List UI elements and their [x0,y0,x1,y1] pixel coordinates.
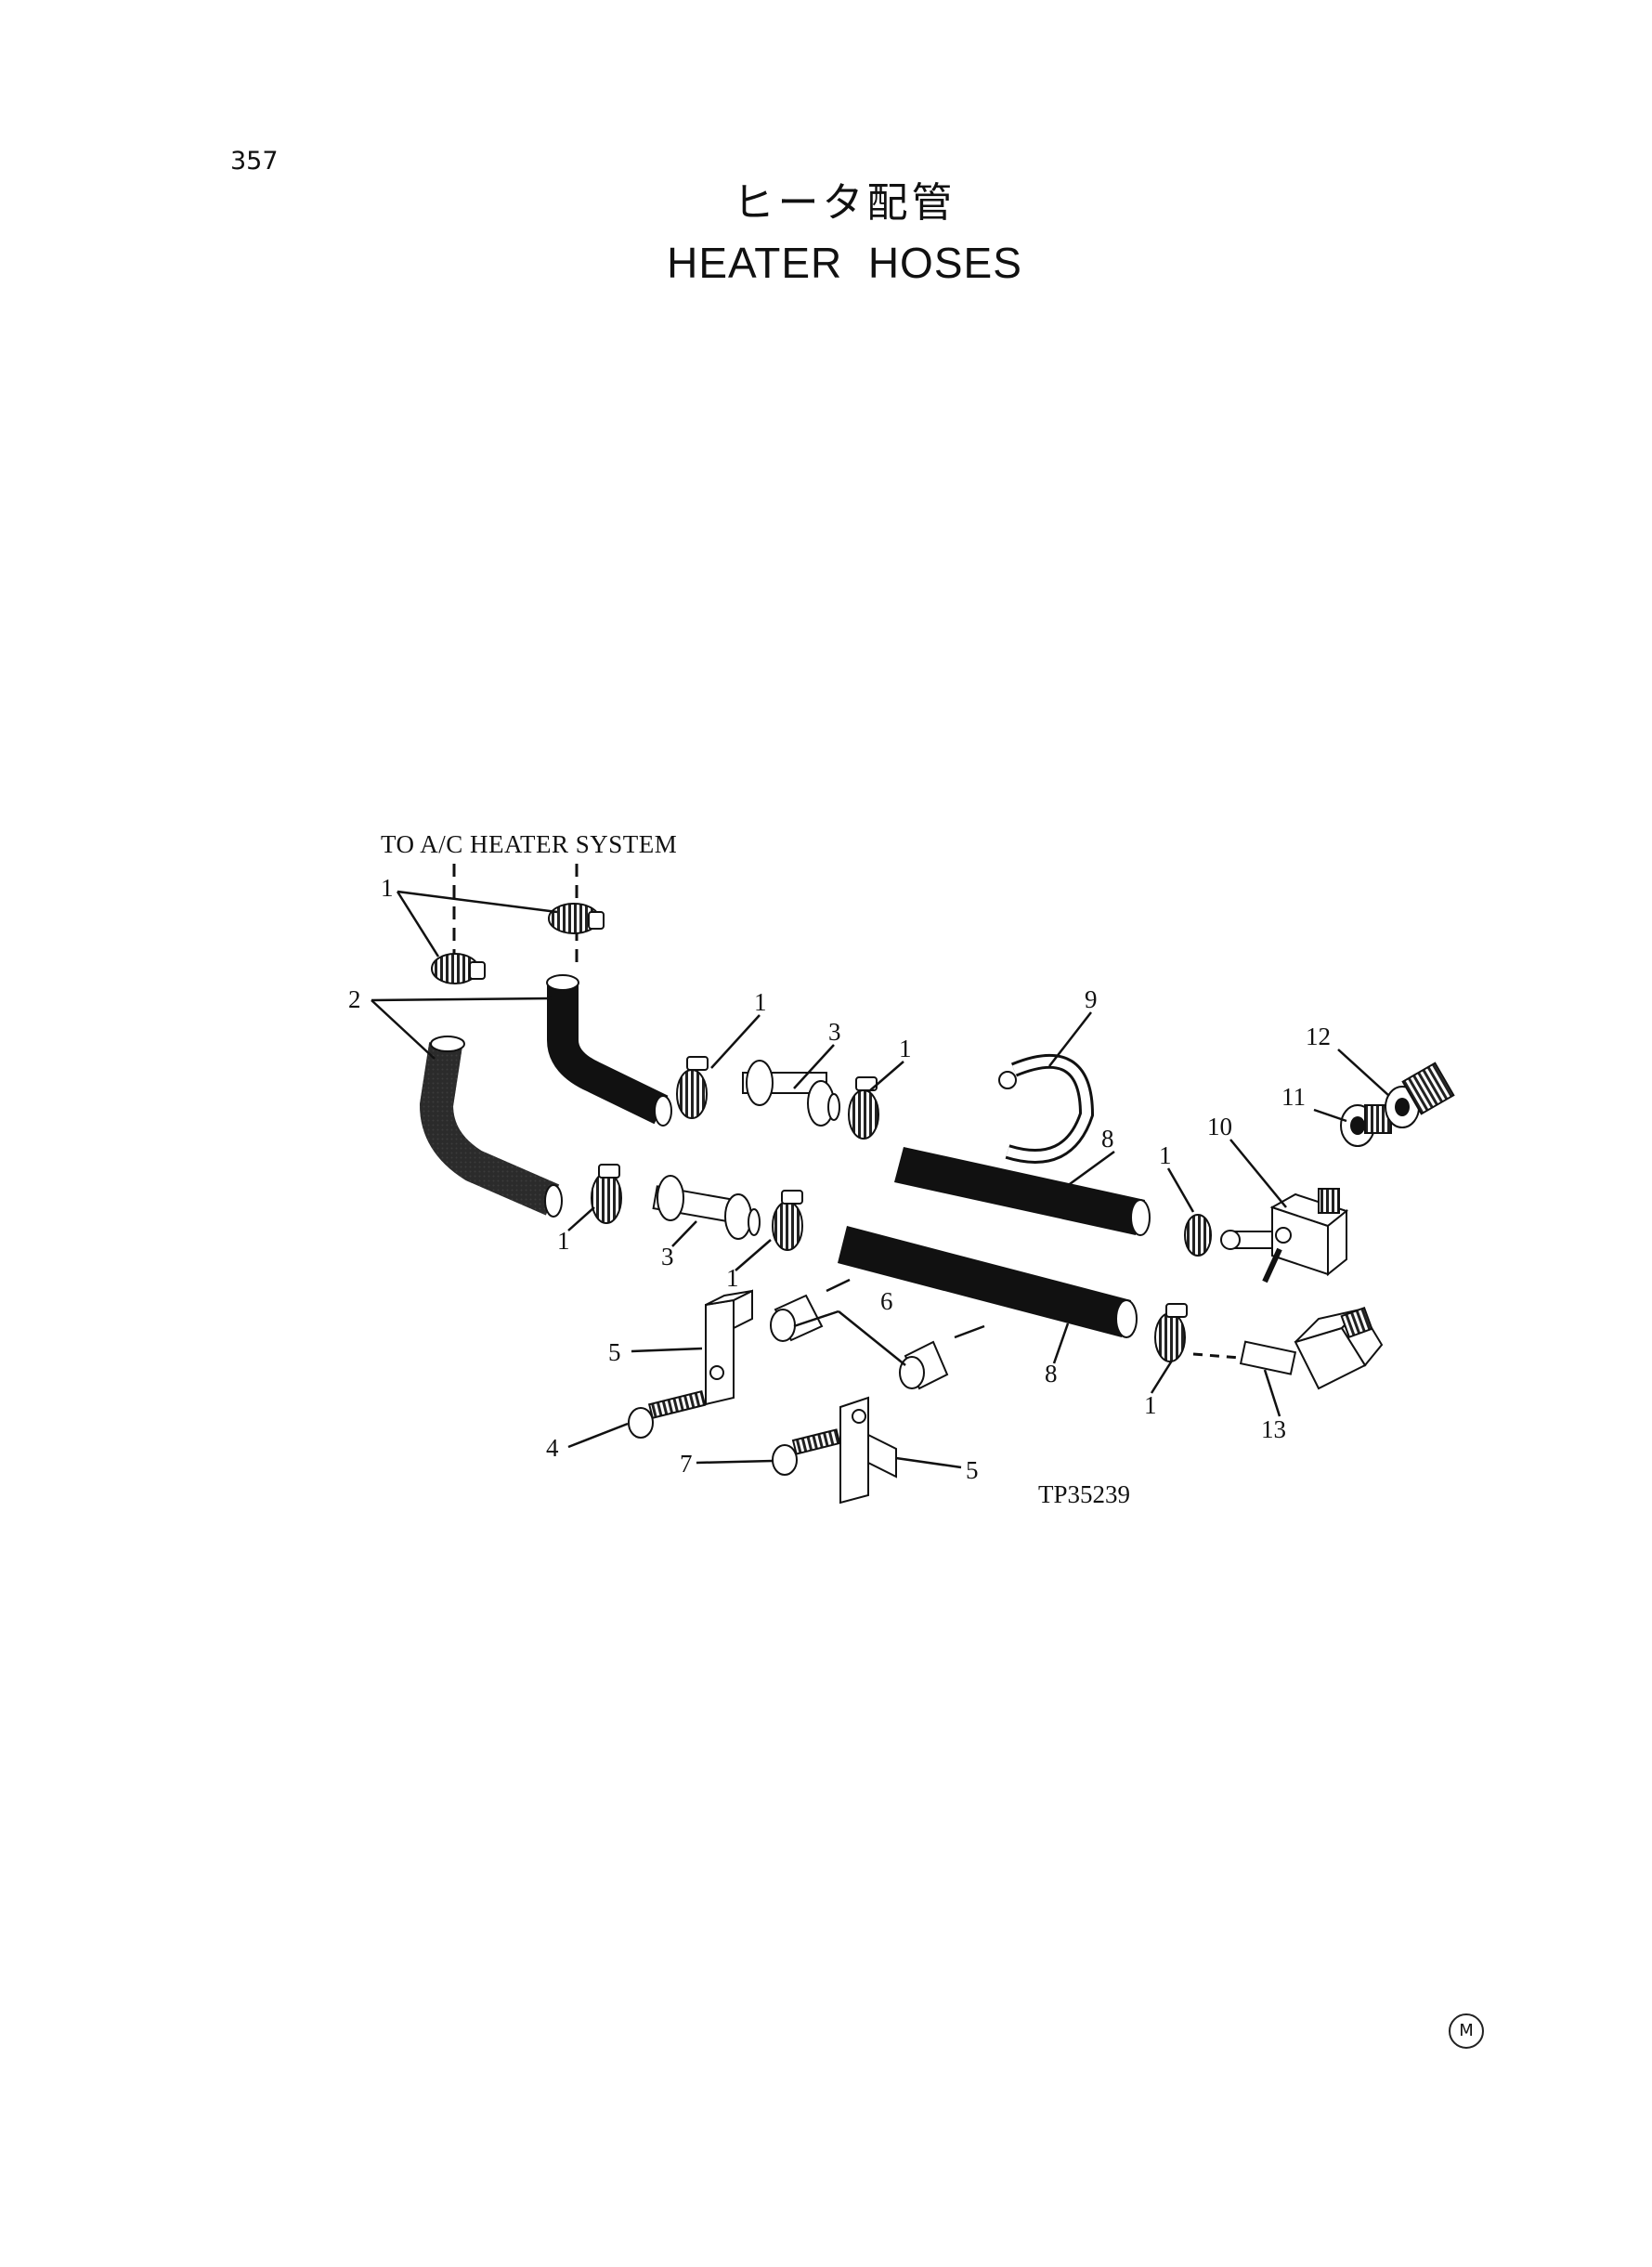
title-block: ヒータ配管 HEATER HOSES [0,169,1652,288]
callout-4: 4 [546,1434,559,1462]
hose-clamp-upper-a [676,1056,709,1119]
callout-7: 7 [680,1450,693,1478]
straight-hose-lower [838,1226,1138,1338]
callout-9: 9 [1085,985,1098,1013]
callout-2: 2 [348,985,361,1013]
callout-1: 1 [1159,1141,1172,1169]
callout-1: 1 [557,1227,570,1255]
callout-1: 1 [754,988,767,1016]
adapter-fitting [1340,1104,1392,1147]
callout-5: 5 [966,1456,979,1484]
callout-12: 12 [1306,1023,1331,1050]
callout-11: 11 [1281,1083,1306,1111]
callout-13: 13 [1261,1415,1286,1443]
bushing-left [770,1294,824,1342]
bent-hose-lower [419,1036,563,1218]
bracket-left [705,1289,753,1406]
heater-valve [1220,1188,1349,1283]
hose-clamp-lower-a [591,1164,622,1224]
hose-clamp-lower-c [1154,1303,1188,1362]
callout-8: 8 [1101,1125,1114,1153]
callout-3: 3 [661,1243,674,1270]
straight-hose-upper [894,1147,1151,1236]
diagram-heading: TO A/C HEATER SYSTEM [381,830,677,858]
hose-joint-lower [652,1175,761,1240]
callout-5: 5 [608,1338,621,1366]
bushing-right [899,1340,949,1390]
callout-8: 8 [1045,1360,1058,1388]
band-clamp [998,1054,1095,1164]
callout-10: 10 [1207,1113,1232,1140]
bolt-left [628,1389,707,1439]
bracket-right [839,1396,897,1505]
callout-1: 1 [726,1264,739,1292]
clamp-valve-side [1184,1214,1212,1257]
page-title-japanese: ヒータ配管 [733,179,956,227]
page-title-english: HEATER HOSES [667,239,1022,287]
drawing-code: TP35239 [1038,1480,1130,1508]
hose-clamp-top-right [548,903,605,934]
page-number: 357 [230,147,279,176]
hose-joint-upper [742,1060,840,1127]
bolt-right [772,1428,841,1476]
hose-clamp-lower-b [772,1190,803,1251]
callout-6: 6 [880,1287,893,1315]
bent-hose-upper [546,974,672,1127]
leader-lines [371,890,1390,1469]
callout-1: 1 [1144,1391,1157,1419]
callout-1: 1 [381,874,394,902]
elbow-fitting [1239,1306,1384,1390]
manufacturer-mark: M [1449,2013,1484,2049]
hose-clamp-top-left [431,953,486,984]
callout-3: 3 [828,1018,841,1046]
callout-1: 1 [899,1035,912,1062]
threaded-fitting [1385,1062,1455,1128]
